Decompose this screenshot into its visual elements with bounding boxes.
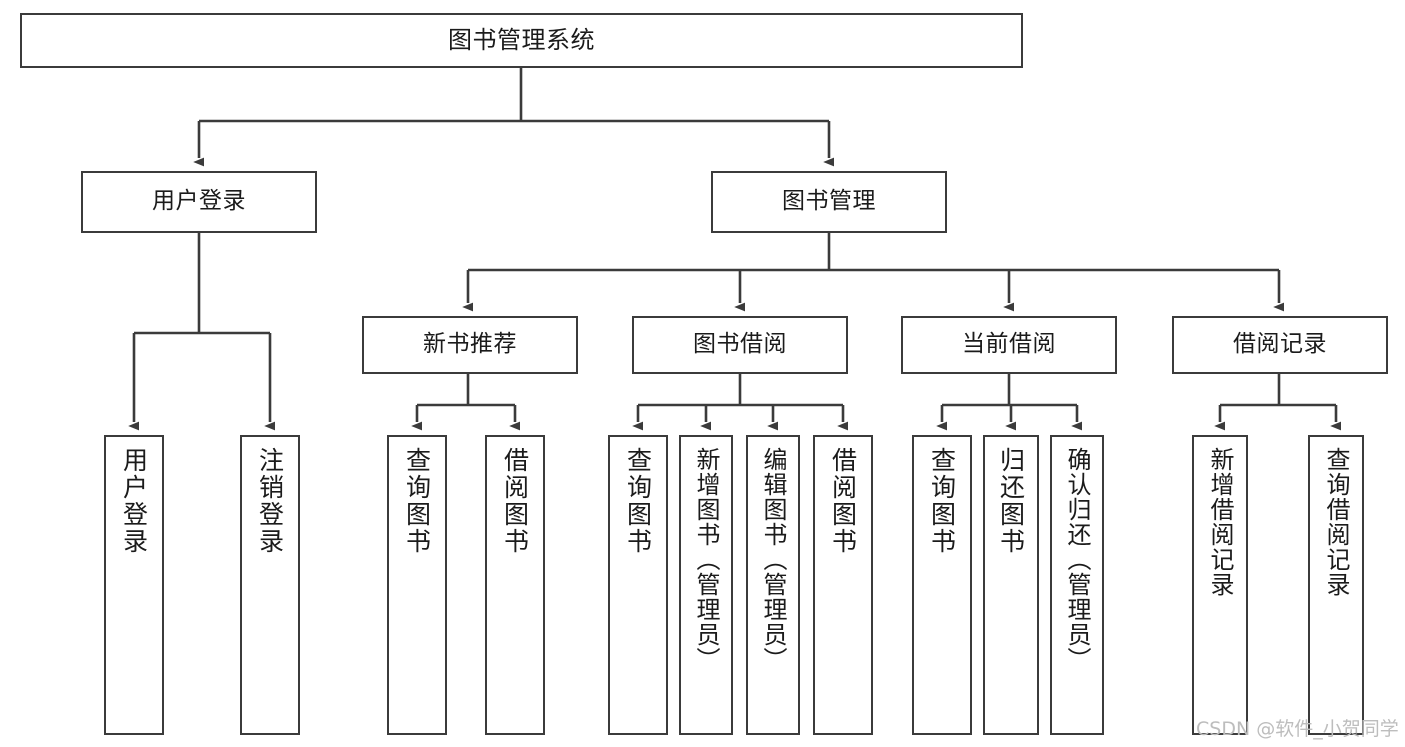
node-book-manage-label: 图书管理 — [782, 188, 876, 215]
node-leaf-query-book-3[interactable]: 查询图书 — [912, 435, 972, 735]
edge-current-to-leaves — [936, 374, 1083, 431]
node-leaf-add-book-label: 新增图书（管理员） — [692, 447, 720, 672]
node-current-borrow-label: 当前借阅 — [962, 331, 1056, 358]
node-new-book-recommend[interactable]: 新书推荐 — [362, 316, 578, 374]
node-leaf-user-login[interactable]: 用户登录 — [104, 435, 164, 735]
edge-bookmanage-to-level3 — [462, 233, 1285, 312]
node-leaf-confirm-return-label: 确认归还（管理员） — [1063, 447, 1091, 672]
node-leaf-borrow-book-2-label: 借阅图书 — [828, 447, 858, 555]
node-new-book-recommend-label: 新书推荐 — [423, 331, 517, 358]
node-leaf-query-book-2[interactable]: 查询图书 — [608, 435, 668, 735]
node-leaf-add-record-label: 新增借阅记录 — [1206, 447, 1234, 597]
node-leaf-user-login-label: 用户登录 — [119, 447, 149, 555]
node-leaf-borrow-book-1[interactable]: 借阅图书 — [485, 435, 545, 735]
edge-root-to-level2 — [193, 68, 835, 167]
node-leaf-add-book[interactable]: 新增图书（管理员） — [679, 435, 733, 735]
node-root[interactable]: 图书管理系统 — [20, 13, 1023, 68]
node-book-manage[interactable]: 图书管理 — [711, 171, 947, 233]
node-borrow-record-label: 借阅记录 — [1233, 331, 1327, 358]
node-leaf-return-book-label: 归还图书 — [996, 447, 1026, 555]
node-leaf-query-record-label: 查询借阅记录 — [1322, 447, 1350, 597]
csdn-watermark: CSDN @软件_小贺同学 — [1196, 718, 1399, 740]
node-book-borrow-label: 图书借阅 — [693, 331, 787, 358]
node-borrow-record[interactable]: 借阅记录 — [1172, 316, 1388, 374]
node-leaf-borrow-book-2[interactable]: 借阅图书 — [813, 435, 873, 735]
edge-recommend-to-leaves — [411, 374, 521, 431]
node-leaf-confirm-return[interactable]: 确认归还（管理员） — [1050, 435, 1104, 735]
edge-userlogin-to-leaves — [128, 233, 276, 431]
node-user-login-label: 用户登录 — [152, 188, 246, 215]
node-leaf-edit-book[interactable]: 编辑图书（管理员） — [746, 435, 800, 735]
node-leaf-query-book-3-label: 查询图书 — [927, 447, 957, 555]
edge-borrow-to-leaves — [632, 374, 849, 431]
node-leaf-query-book-2-label: 查询图书 — [623, 447, 653, 555]
node-leaf-return-book[interactable]: 归还图书 — [983, 435, 1039, 735]
node-leaf-query-record[interactable]: 查询借阅记录 — [1308, 435, 1364, 735]
node-leaf-borrow-book-1-label: 借阅图书 — [500, 447, 530, 555]
node-leaf-add-record[interactable]: 新增借阅记录 — [1192, 435, 1248, 735]
node-leaf-logout-label: 注销登录 — [255, 447, 285, 555]
node-user-login[interactable]: 用户登录 — [81, 171, 317, 233]
node-leaf-query-book-1[interactable]: 查询图书 — [387, 435, 447, 735]
node-book-borrow[interactable]: 图书借阅 — [632, 316, 848, 374]
edge-record-to-leaves — [1214, 374, 1342, 431]
node-leaf-query-book-1-label: 查询图书 — [402, 447, 432, 555]
node-leaf-logout[interactable]: 注销登录 — [240, 435, 300, 735]
node-root-label: 图书管理系统 — [448, 26, 595, 55]
node-current-borrow[interactable]: 当前借阅 — [901, 316, 1117, 374]
node-leaf-edit-book-label: 编辑图书（管理员） — [759, 447, 787, 672]
